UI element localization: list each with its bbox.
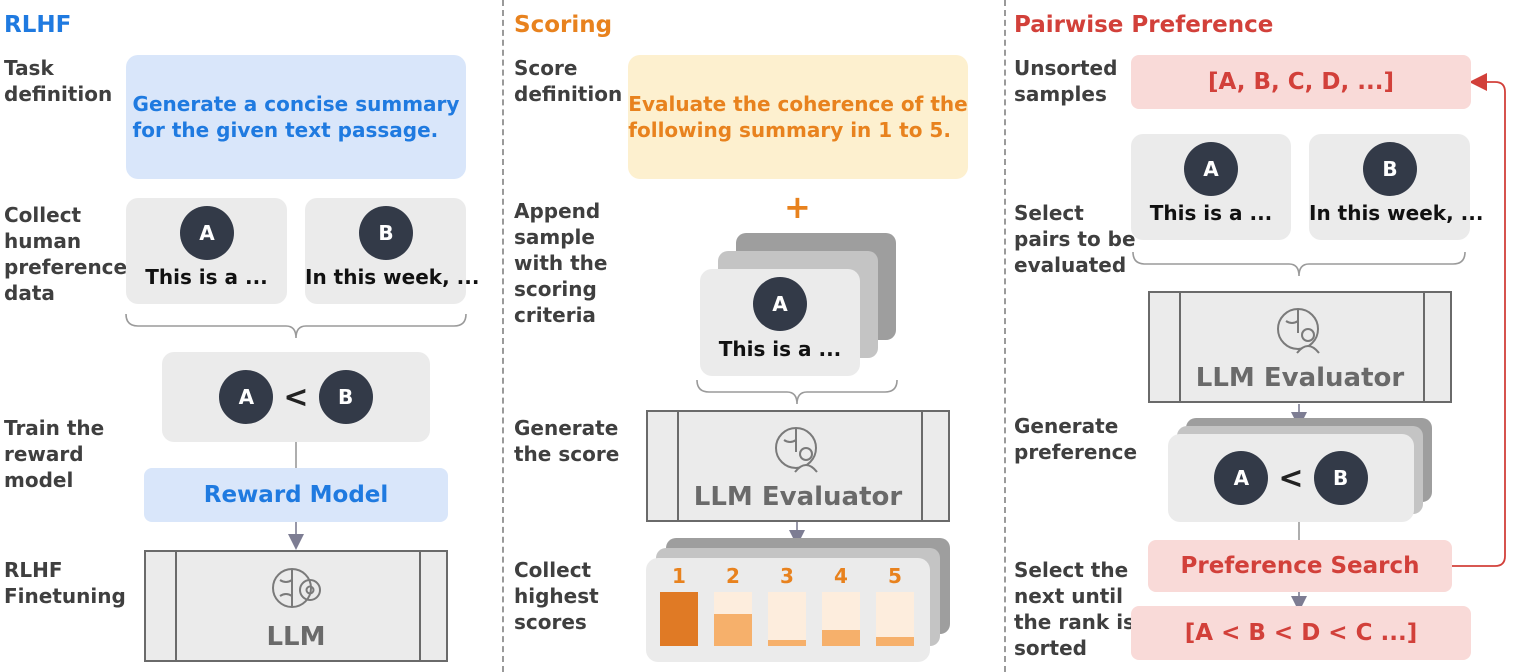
pairwise-step-select-next: Select the next until the rank is sorted (1014, 558, 1135, 660)
score-definition-box: Evaluate the coherence of the following … (628, 55, 968, 179)
rlhf-step-finetuning: RLHF Finetuning (4, 558, 126, 608)
pairwise-compare-operator: < (1278, 460, 1304, 496)
score-label-5: 5 (888, 564, 902, 588)
scoring-evaluator-frame: LLM Evaluator (646, 410, 950, 522)
divider-right (1004, 0, 1006, 672)
pairwise-step-generate: Generate preference (1014, 414, 1138, 464)
unsorted-samples-box: [A, B, C, D, ...] (1131, 55, 1471, 109)
compare-b-badge: B (318, 370, 373, 424)
scoring-step-collect: Collect highest scores (514, 558, 599, 634)
rlhf-brace (125, 313, 467, 339)
rlhf-title: RLHF (4, 12, 72, 38)
score-bar-fill-3 (768, 640, 806, 646)
rlhf-sample-a-card: A This is a ... (126, 198, 287, 304)
llm-frame-inner (175, 552, 421, 660)
preference-search-box: Preference Search (1148, 540, 1452, 592)
rlhf-preference-compare: A < B (162, 352, 430, 442)
llm-frame: LLM (144, 550, 448, 662)
sample-a-badge: A (180, 206, 234, 260)
pairwise-sample-b-text: In this week, ... (1309, 201, 1484, 225)
brain-gear-icon (272, 568, 321, 608)
pairwise-sample-a-text: This is a ... (1149, 201, 1273, 225)
scoring-sample-badge: A (753, 277, 807, 331)
pairwise-compare-a-badge: A (1214, 451, 1269, 505)
pairwise-sample-a-badge: A (1184, 142, 1238, 196)
unsorted-samples-text: [A, B, C, D, ...] (1208, 69, 1394, 95)
pairwise-evaluator-inner (1179, 293, 1425, 401)
score-label-4: 4 (834, 564, 848, 588)
rlhf-step-train: Train the reward model (4, 416, 105, 492)
score-label-2: 2 (726, 564, 740, 588)
scores-card: 1 2 3 4 5 (646, 558, 930, 662)
sample-b-badge: B (359, 206, 413, 260)
reward-model-label: Reward Model (203, 482, 389, 508)
reward-model-box: Reward Model (144, 468, 448, 522)
scoring-title: Scoring (514, 12, 613, 38)
scoring-sample-text: This is a ... (718, 337, 842, 361)
scoring-step-generate: Generate the score (514, 416, 620, 466)
compare-operator: < (283, 379, 309, 415)
compare-a-badge: A (219, 370, 274, 424)
score-label-1: 1 (672, 564, 686, 588)
sorted-samples-box: [A < B < D < C ...] (1131, 606, 1471, 660)
sorted-samples-text: [A < B < D < C ...] (1184, 620, 1418, 646)
rlhf-step-collect: Collect human preference data (4, 203, 128, 305)
sample-a-text: This is a ... (145, 265, 268, 289)
score-label-3: 3 (780, 564, 794, 588)
scoring-brace (696, 379, 898, 405)
sample-b-text: In this week, ... (305, 265, 480, 289)
pairwise-compare-b-badge: B (1313, 451, 1368, 505)
plus-sign: + (784, 188, 811, 226)
scoring-evaluator-inner (677, 412, 923, 520)
score-bar-fill-1 (660, 592, 698, 646)
pairwise-evaluator-label: LLM Evaluator (1195, 363, 1405, 393)
preference-search-label: Preference Search (1180, 553, 1420, 579)
task-definition-box: Generate a concise summary for the given… (126, 55, 466, 179)
rlhf-sample-b-card: B In this week, ... (305, 198, 480, 304)
score-bar-fill-4 (822, 630, 860, 646)
score-definition-text: Evaluate the coherence of the following … (628, 92, 968, 142)
scoring-step-append: Append sample with the scoring criteria (514, 199, 608, 327)
divider-left (502, 0, 504, 672)
loop-arrow (1452, 73, 1506, 567)
pairwise-title: Pairwise Preference (1014, 12, 1274, 38)
rlhf-step-task-definition: Task definition (4, 56, 113, 106)
score-bar-fill-2 (714, 614, 752, 646)
score-bar-track-3 (768, 592, 806, 646)
pairwise-sample-b-badge: B (1363, 142, 1417, 196)
pairwise-sample-b-card: B In this week, ... (1309, 134, 1484, 240)
scoring-step-score-definition: Score definition (514, 56, 623, 106)
score-bar-fill-5 (876, 637, 914, 646)
pairwise-step-unsorted: Unsorted samples (1014, 56, 1118, 106)
pairwise-sample-a-card: A This is a ... (1131, 134, 1291, 240)
task-definition-text: Generate a concise summary for the given… (132, 92, 460, 142)
llm-label: LLM (266, 622, 326, 652)
pairwise-step-select-pairs: Select pairs to be evaluated (1014, 201, 1136, 277)
pairwise-brace (1132, 251, 1466, 277)
scoring-evaluator-label: LLM Evaluator (693, 482, 903, 512)
evaluator-icon (775, 427, 818, 473)
scoring-sample-card: A This is a ... (700, 269, 860, 376)
pairwise-preference-compare: A < B (1168, 434, 1414, 522)
pairwise-evaluator-icon (1277, 308, 1320, 354)
pairwise-evaluator-frame: LLM Evaluator (1148, 291, 1452, 403)
